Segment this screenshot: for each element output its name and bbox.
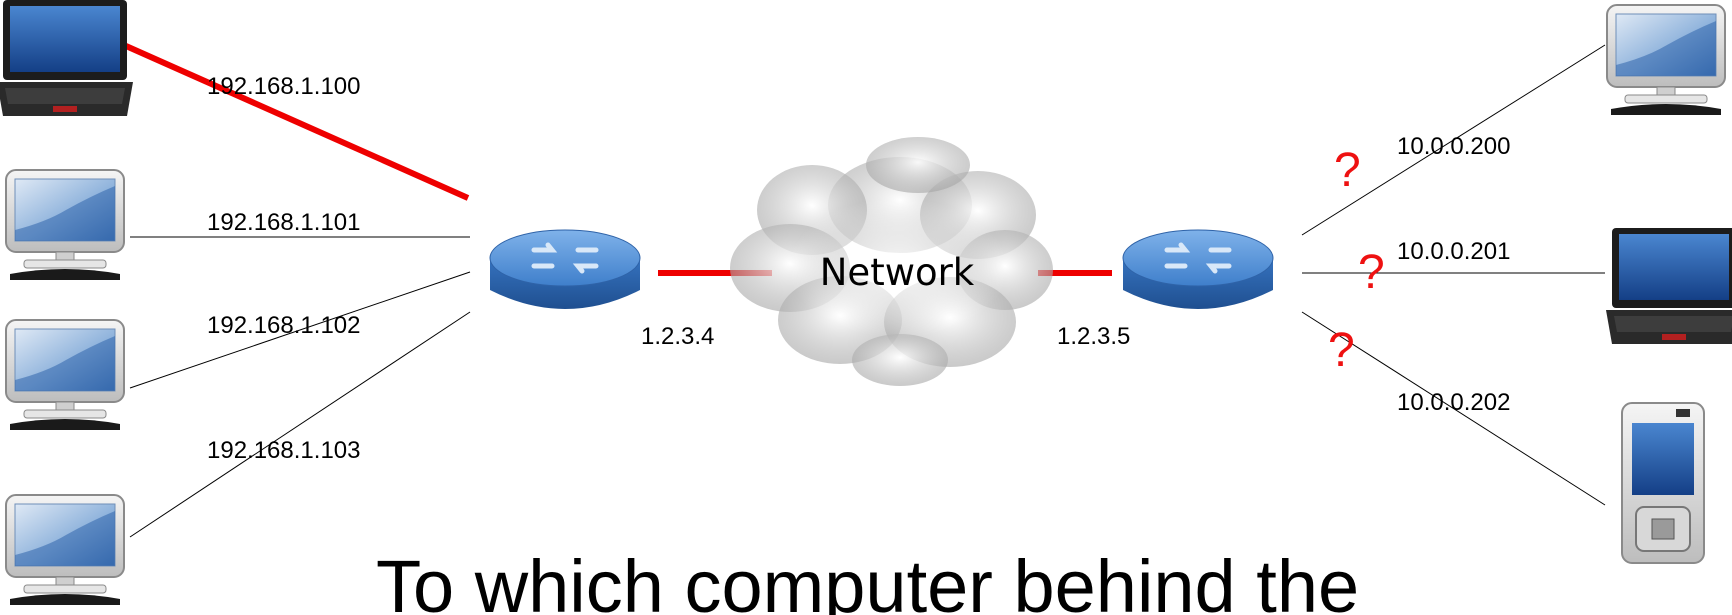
desktop-icon [5, 494, 125, 606]
link-host-103 [129, 311, 471, 538]
desktop-icon [5, 319, 125, 431]
ip-label: 10.0.0.201 [1397, 238, 1510, 265]
caption: To which computer behind the [376, 545, 1359, 615]
phone-icon [1621, 402, 1705, 564]
router-icon [490, 230, 640, 309]
router-ip-label: 1.2.3.4 [641, 323, 714, 350]
ip-label: 192.168.1.100 [207, 73, 360, 100]
router-ip-label: 1.2.3.5 [1057, 323, 1130, 350]
ip-label: 10.0.0.202 [1397, 389, 1510, 416]
link-host-102 [129, 271, 471, 389]
ip-label: 192.168.1.102 [207, 312, 360, 339]
laptop-icon [0, 0, 133, 116]
desktop-icon [5, 169, 125, 281]
ip-label: 192.168.1.101 [207, 209, 360, 236]
router-icon [1123, 230, 1273, 309]
cloud-icon [730, 137, 1053, 386]
desktop-icon [1606, 4, 1726, 116]
question-mark: ? [1334, 144, 1361, 197]
network-label: Network [820, 251, 975, 294]
ip-label: 10.0.0.200 [1397, 133, 1510, 160]
link-host-100 [115, 39, 470, 201]
laptop-icon [1606, 228, 1732, 344]
question-mark: ? [1328, 324, 1355, 377]
question-mark: ? [1358, 246, 1385, 299]
link-host-202 [1301, 311, 1606, 506]
link-host-200 [1301, 44, 1606, 236]
ip-label: 192.168.1.103 [207, 437, 360, 464]
